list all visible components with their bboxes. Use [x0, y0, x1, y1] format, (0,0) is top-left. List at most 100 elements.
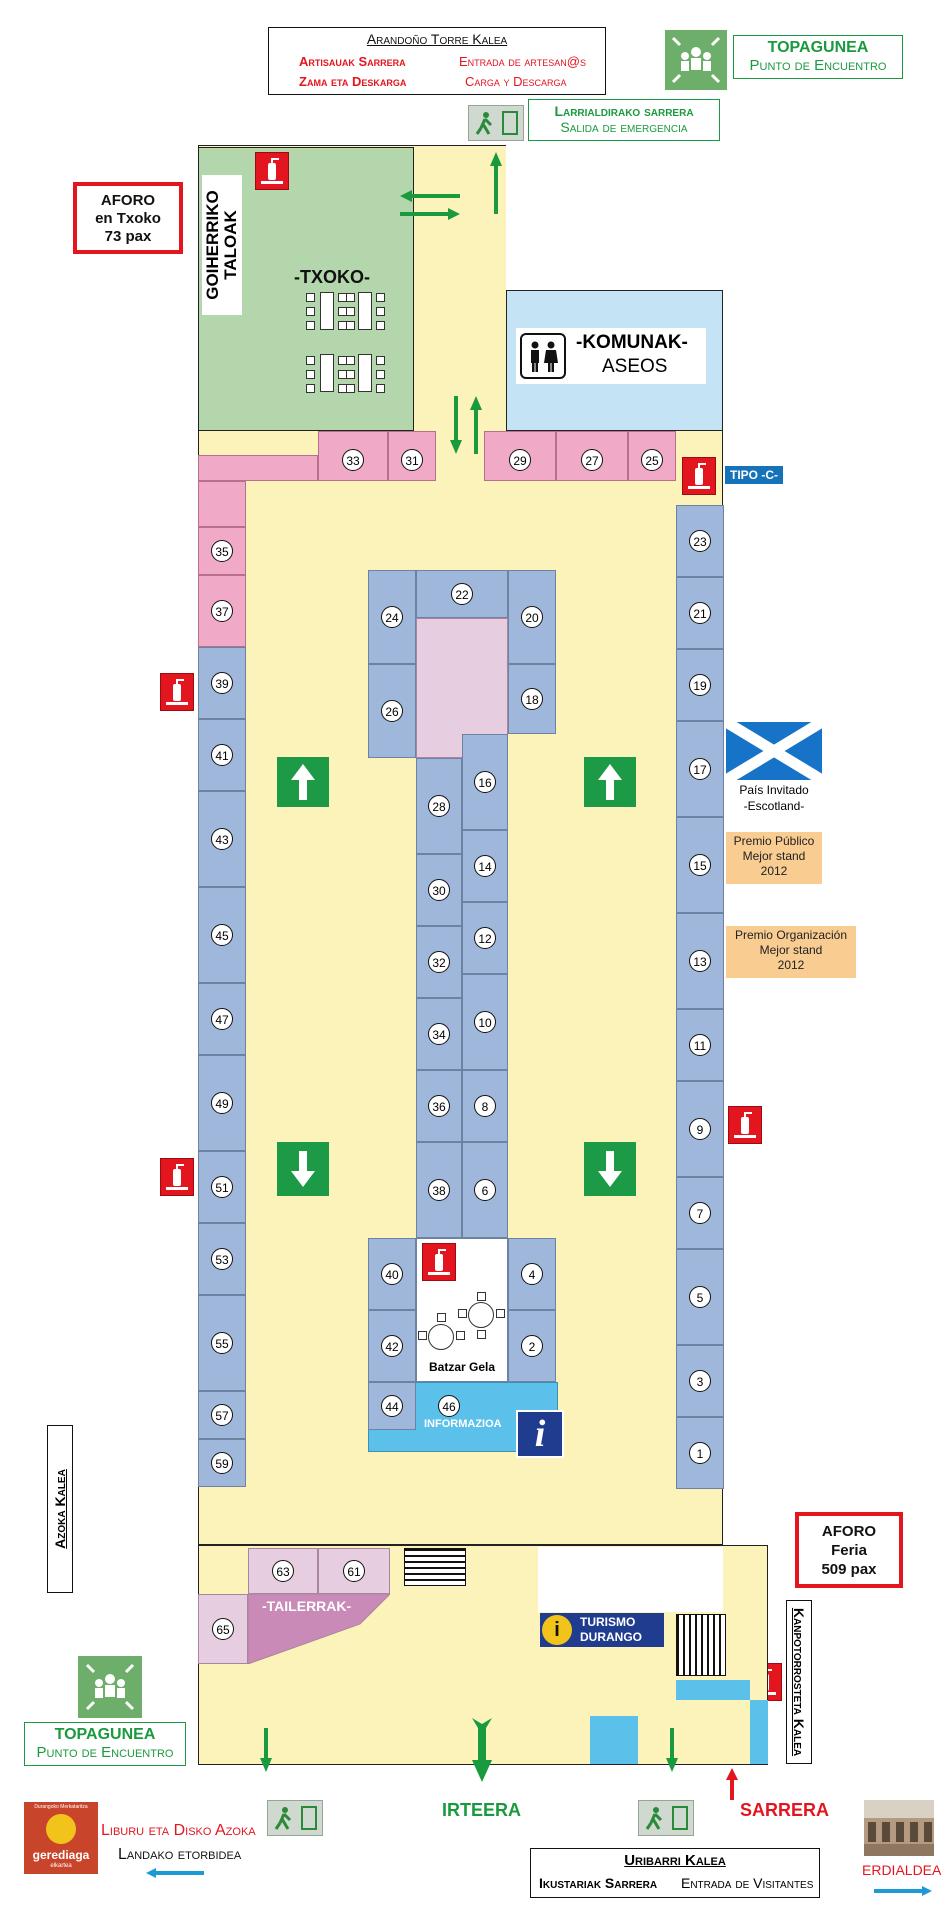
stand-number-43: 43: [211, 828, 233, 850]
loading-eu: Zama eta Deskarga: [299, 74, 407, 89]
stand-number-26: 26: [381, 700, 403, 722]
stand-number-53: 53: [211, 1248, 233, 1270]
meeting-chair: [437, 1313, 446, 1322]
prize-public-line2: Mejor stand: [742, 849, 806, 863]
guest-country-line1: País Invitado: [739, 783, 809, 797]
emergency-exit-label: Larrialdirako sarrera Salida de emergenc…: [528, 99, 720, 141]
stand-number-61: 61: [343, 1560, 365, 1582]
stand-12[interactable]: [462, 902, 508, 974]
meeting-top-eu: TOPAGUNEA: [767, 39, 869, 56]
stand-number-21: 21: [689, 602, 711, 624]
meeting-chair: [456, 1331, 465, 1340]
fire-extinguisher-icon: [728, 1106, 762, 1144]
txoko-chair: [376, 356, 385, 365]
stand-number-15: 15: [689, 854, 711, 876]
toilets-label-box: -KOMUNAK- ASEOS: [516, 328, 706, 384]
arrow-down-icon: [448, 394, 464, 461]
arrow-up-icon: [584, 757, 636, 807]
exit-icon: [267, 1800, 323, 1836]
gerediaga-name: gerediaga: [32, 1848, 90, 1862]
kanpotorrosteta-kalea-text: Kanpotorrosteta Kalea: [791, 1607, 807, 1757]
txoko-chair: [306, 384, 315, 393]
kanpotorrosteta-kalea-label: Kanpotorrosteta Kalea: [786, 1600, 812, 1764]
turismo-icon-glyph: i: [554, 1619, 560, 1641]
meeting-chair: [458, 1309, 467, 1318]
stand-number-33: 33: [342, 449, 364, 471]
erdialdea-photo: [864, 1800, 934, 1856]
toilets-icon: [520, 333, 566, 379]
stand-number-25: 25: [641, 449, 663, 471]
stand-number-7: 7: [689, 1202, 711, 1224]
aforo-feria-line2: Feria: [831, 1542, 867, 1559]
stand-number-22: 22: [451, 583, 473, 605]
arrow-left-icon: [398, 188, 462, 209]
tipo-c-badge: TIPO -C-: [725, 466, 783, 484]
stand-20[interactable]: [508, 570, 556, 664]
stand-number-8: 8: [474, 1095, 496, 1117]
stand-number-63: 63: [272, 1560, 294, 1582]
meeting-table: [468, 1302, 494, 1328]
exit-icon: [638, 1800, 694, 1836]
informazioa-label: INFORMAZIOA: [424, 1418, 502, 1430]
meeting-table: [428, 1324, 454, 1350]
stand-number-16: 16: [474, 771, 496, 793]
stand-number-29: 29: [509, 449, 531, 471]
arrow-up-icon: [468, 394, 484, 461]
txoko-chair: [346, 384, 355, 393]
stand-19[interactable]: [676, 649, 724, 721]
stand-28[interactable]: [416, 758, 462, 854]
emergency-exit-eu: Larrialdirako sarrera: [554, 103, 694, 119]
stand-number-36: 36: [428, 1095, 450, 1117]
stand-number-3: 3: [689, 1370, 711, 1392]
uribarri-visitors-es: Entrada de Visitantes: [681, 1875, 814, 1891]
stand-1[interactable]: [676, 1417, 724, 1489]
txoko-table: [320, 292, 334, 330]
stand-55[interactable]: [198, 1295, 246, 1391]
arrow-up-icon: [724, 1766, 740, 1807]
meeting-chair: [477, 1292, 486, 1301]
txoko-chair: [306, 307, 315, 316]
txoko-chair: [346, 370, 355, 379]
txoko-table: [320, 354, 334, 392]
prize-org-line2: Mejor stand: [759, 943, 823, 957]
stand-number-65: 65: [212, 1618, 234, 1640]
arrow-down-icon: [277, 1142, 329, 1196]
stand-number-23: 23: [689, 530, 711, 552]
txoko-table: [358, 292, 372, 330]
goiherriko-line2: TALOAK: [221, 210, 240, 280]
stand-number-11: 11: [689, 1034, 711, 1056]
tailerrak-label: -TAILERRAK-: [262, 1598, 352, 1614]
txoko-chair: [306, 293, 315, 302]
txoko-chair: [346, 293, 355, 302]
meeting-chair: [418, 1331, 427, 1340]
stand-5[interactable]: [676, 1249, 724, 1345]
arrow-down-icon: [584, 1142, 636, 1196]
street-top-box: Arandoño Torre Kalea Artisauak Sarrera E…: [268, 27, 606, 95]
aforo-feria-line3: 509 pax: [821, 1561, 877, 1578]
txoko-table: [358, 354, 372, 392]
txoko-chair: [346, 307, 355, 316]
gerediaga-top: Durangoko Merkataritza: [34, 1804, 88, 1810]
stand-number-57: 57: [211, 1404, 233, 1426]
stand-number-31: 31: [401, 449, 423, 471]
stand-number-34: 34: [428, 1023, 450, 1045]
turismo-line2: DURANGO: [580, 1630, 642, 1644]
uribarri-box: Uribarri Kalea Ikustariak Sarrera Entrad…: [530, 1848, 820, 1898]
prize-org-line1: Premio Organización: [734, 928, 848, 942]
stand-4[interactable]: [508, 1238, 556, 1310]
info-icon: i: [516, 1410, 564, 1458]
stand-57[interactable]: [198, 1391, 246, 1439]
stand-number-2: 2: [521, 1335, 543, 1357]
aforo-txoko-line2: en Txoko: [95, 210, 161, 227]
stand-number-10: 10: [474, 1011, 496, 1033]
stand-number-24: 24: [381, 606, 403, 628]
stand-number-12: 12: [474, 927, 496, 949]
entrance-block: [590, 1716, 638, 1764]
stand-number-28: 28: [428, 795, 450, 817]
liburu-line2: Landako etorbidea: [118, 1846, 242, 1863]
guest-country-line2: -Escotland-: [743, 799, 805, 813]
meeting-point-icon: [78, 1656, 142, 1718]
street-top-name: Arandoño Torre Kalea: [366, 31, 508, 47]
fire-extinguisher-icon: [160, 1158, 194, 1196]
stairs-icon: [676, 1614, 726, 1676]
